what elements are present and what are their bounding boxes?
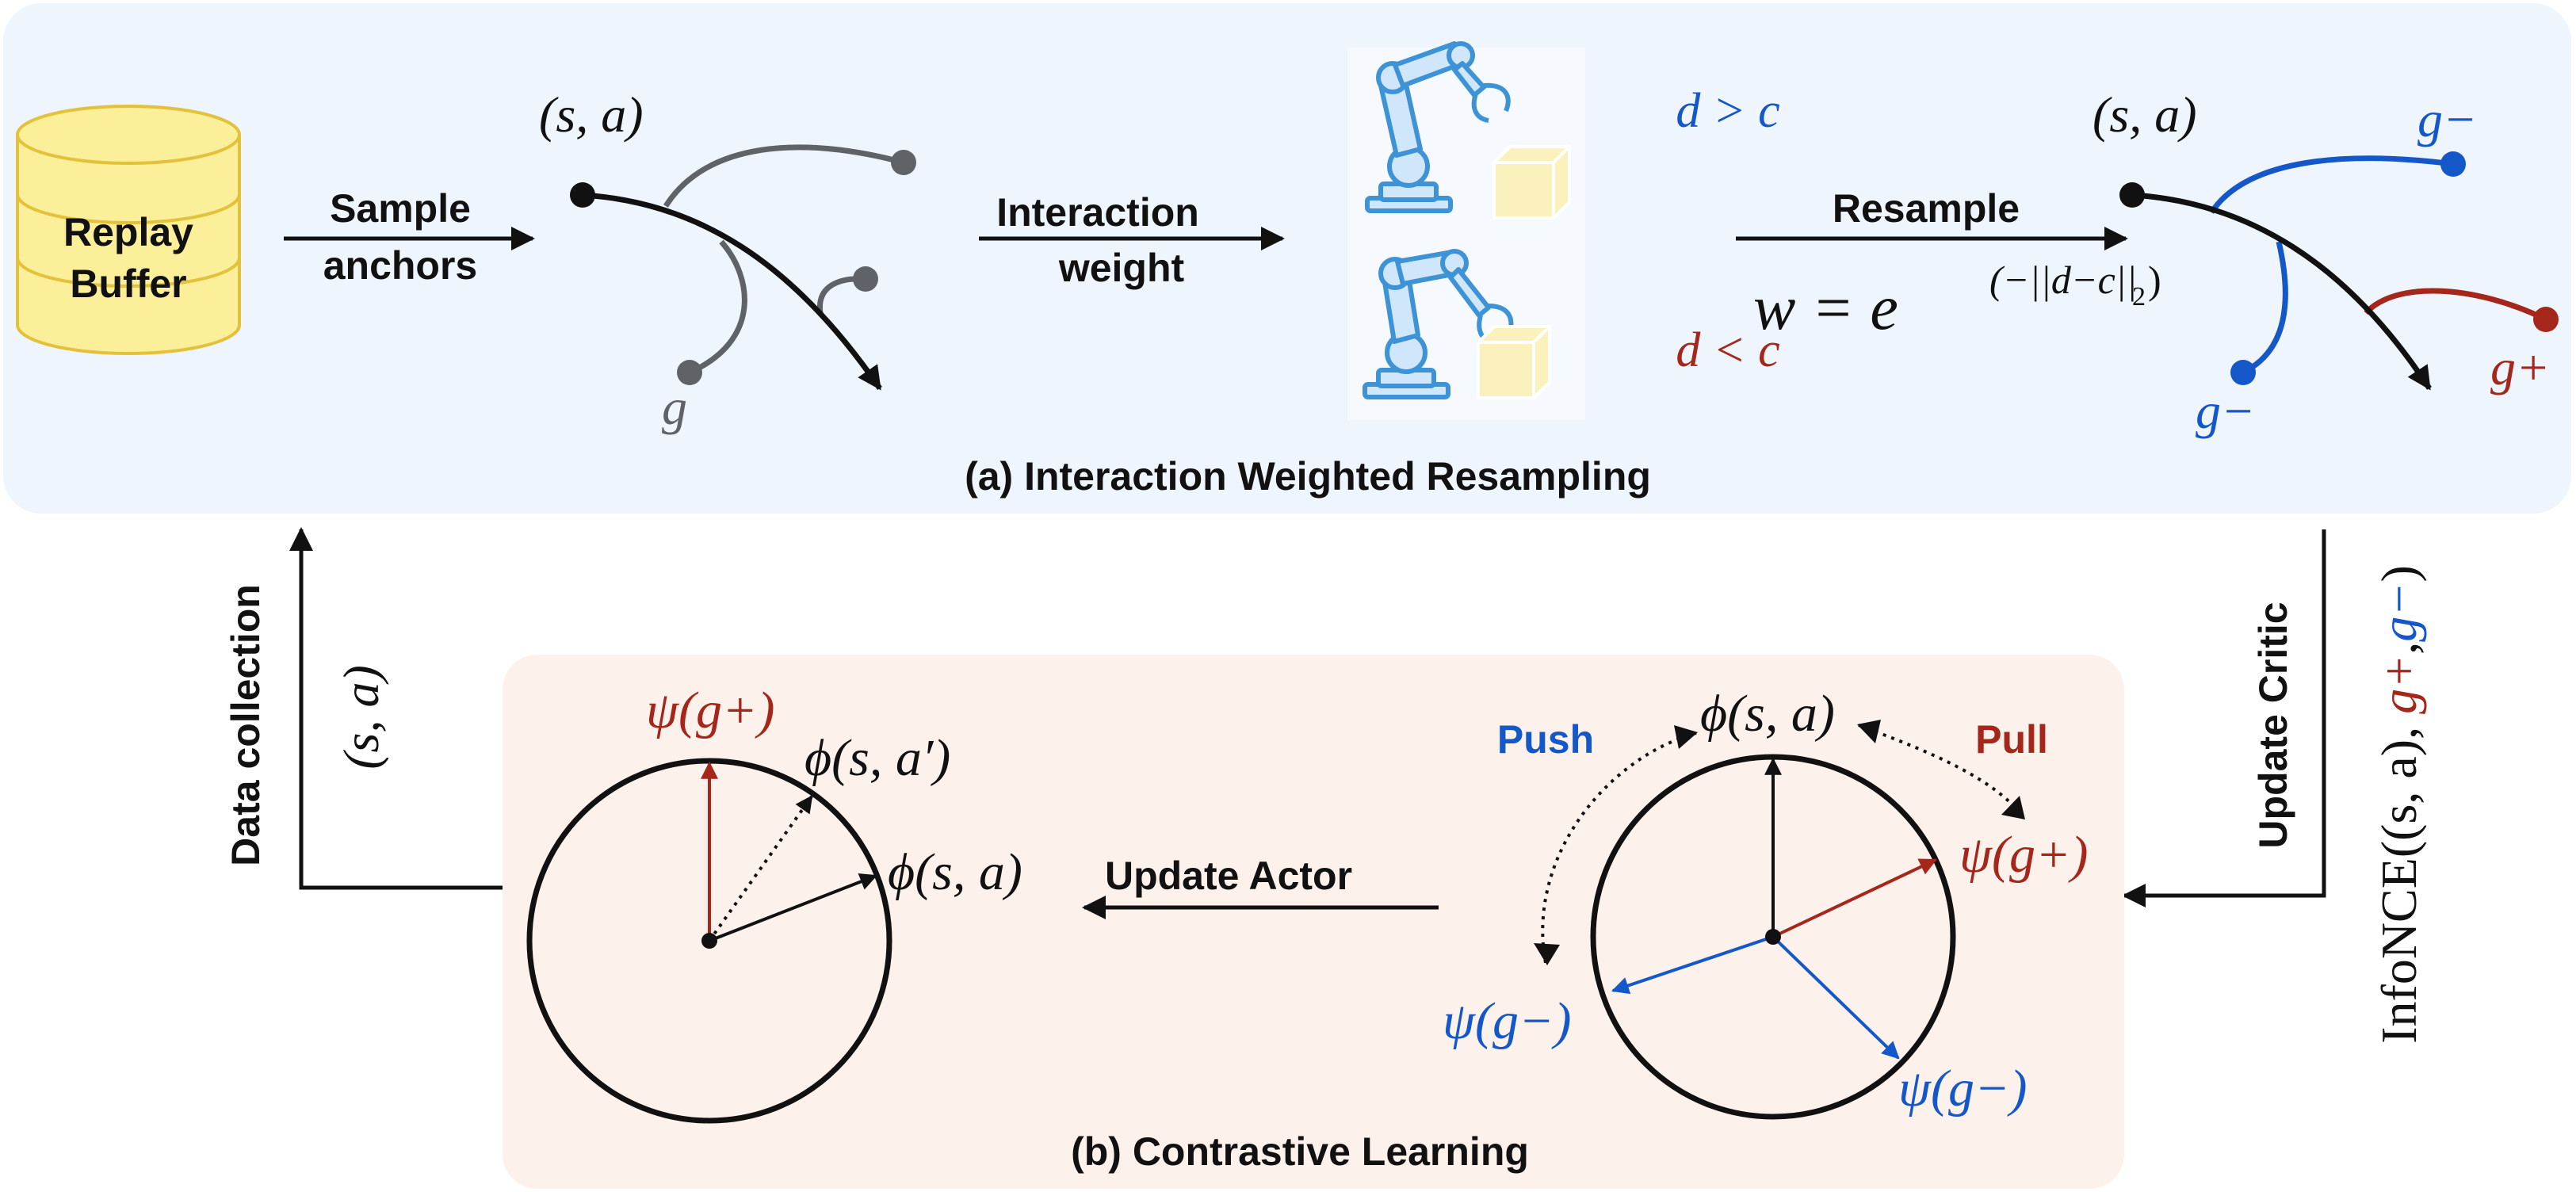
panel-b-background <box>503 655 2124 1189</box>
panel-a-background <box>3 3 2571 514</box>
update-critic-label: Update Critic <box>2251 602 2295 848</box>
blue-branch-bottom <box>2242 241 2288 376</box>
update-actor-label: Update Actor <box>1105 854 1352 898</box>
red-branch-end <box>2533 307 2559 332</box>
g-minus-bottom-label: g− <box>2196 383 2255 439</box>
infonce-gminus: g− <box>2371 583 2427 642</box>
psi-gplus-label-left: ψ(g+) <box>646 682 775 739</box>
gray-branch-small-end <box>853 266 878 292</box>
red-branch <box>2364 288 2547 323</box>
data-collection-sa-label: (s, a) <box>333 665 389 770</box>
blue-branch-top-end <box>2440 151 2466 177</box>
g-minus-top-label: g− <box>2417 91 2477 147</box>
data-collection-arrow <box>289 527 503 890</box>
gray-branch-goal-end <box>677 360 702 385</box>
phi-sa-label-right: ϕ(s, a) <box>1700 685 1835 743</box>
actor-embedding-circle <box>526 758 892 1124</box>
circle-origin-right <box>1765 929 1781 945</box>
phi-sa-label-left: ϕ(s, a) <box>888 843 1022 901</box>
circle-origin-left <box>701 933 717 949</box>
weight-formula-exponent: (−||d−c|| <box>1989 258 2137 302</box>
robot-arm-icon <box>1365 41 1511 213</box>
pull-arc <box>1858 724 2024 818</box>
cube-icon <box>1492 145 1571 220</box>
cube-icon <box>1477 325 1551 399</box>
sample-anchors-label-line2: anchors <box>323 243 478 288</box>
interaction-weight-label-line1: Interaction <box>996 190 1199 235</box>
anchor-label-left: (s, a) <box>539 86 644 143</box>
panel-a-caption: (a) Interaction Weighted Resampling <box>965 454 1651 499</box>
psi-gplus-vector-right <box>1772 858 1937 938</box>
replay-buffer-label-line2: Buffer <box>70 262 186 306</box>
anchor-point-left <box>570 182 595 208</box>
psi-gminus-vector-left <box>1611 935 1774 995</box>
gray-branch-goal <box>688 239 747 376</box>
gray-branch-top-end <box>891 150 916 175</box>
gray-branch-top <box>663 144 904 208</box>
update-critic-arrow <box>2122 529 2326 907</box>
phi-sa-prime-label: ϕ(s, a′) <box>805 729 950 787</box>
psi-gplus-label-right: ψ(g+) <box>1959 826 2089 884</box>
psi-gminus-label-right: ψ(g−) <box>1898 1060 2028 1118</box>
interaction-weight-label-line2: weight <box>1058 246 1185 290</box>
weight-formula-subscript: 2 <box>2132 282 2146 311</box>
pull-arc-head-top <box>1857 720 1881 743</box>
blue-branch-bottom-end <box>2230 360 2256 385</box>
blue-branch-top <box>2209 155 2454 214</box>
pull-arc-head-bottom <box>2001 796 2025 820</box>
push-label: Push <box>1497 717 1594 762</box>
d-less-than-c: d < c <box>1676 323 1779 377</box>
push-arc <box>1541 732 1697 964</box>
sample-anchors-label-line1: Sample <box>330 186 471 231</box>
infonce-gplus: g+ <box>2371 655 2427 714</box>
pull-label: Pull <box>1975 717 2048 762</box>
anchor-label-right: (s, a) <box>2093 86 2197 143</box>
anchor-point-right <box>2119 182 2145 208</box>
panel-b-caption: (b) Contrastive Learning <box>1071 1129 1529 1174</box>
phi-sa-prime-vector <box>708 795 813 942</box>
weight-formula: w = e (−||d−c|| 2 ) <box>1753 258 2161 343</box>
database-icon <box>16 105 241 355</box>
critic-embedding-circle <box>1590 754 1956 1120</box>
phi-sa-vector-left <box>709 873 878 942</box>
g-plus-label: g+ <box>2490 339 2550 395</box>
robot-arm-icon <box>1363 249 1514 399</box>
replay-buffer-label-line1: Replay <box>63 210 193 254</box>
infonce-label: InfoNCE((s, a), g+,g−) <box>2371 565 2427 1044</box>
d-greater-than-c: d > c <box>1676 84 1779 138</box>
weight-formula-base: w = e <box>1753 273 1898 343</box>
psi-gminus-vector-right <box>1771 935 1900 1060</box>
weight-formula-close: ) <box>2148 258 2161 302</box>
goal-label: g <box>662 379 687 435</box>
anchor-trajectory-left <box>582 192 882 391</box>
resample-label: Resample <box>1833 186 2020 231</box>
psi-gminus-label-left: ψ(g−) <box>1443 992 1572 1050</box>
push-arc-head-bottom <box>1534 943 1560 965</box>
anchor-trajectory-right <box>2131 192 2432 391</box>
push-arc-head-top <box>1674 725 1698 749</box>
data-collection-label: Data collection <box>224 584 268 866</box>
